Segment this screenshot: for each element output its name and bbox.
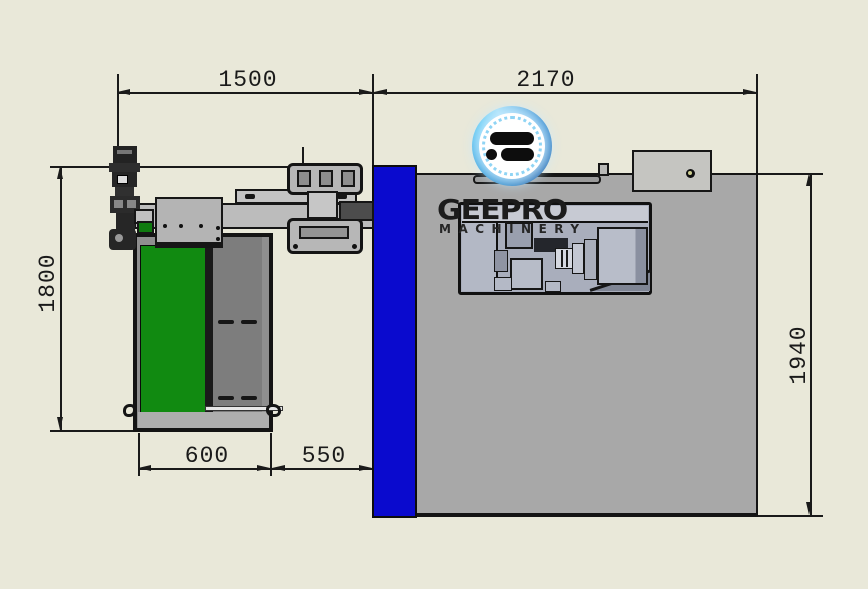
column-vent (218, 396, 234, 400)
gearbox-bolt (216, 237, 220, 241)
control-box-knob-center (688, 171, 692, 175)
dim-arrow (806, 502, 812, 515)
dim-ext-line (756, 74, 758, 173)
collet-ridge (566, 250, 568, 267)
gearbox-bolt (216, 226, 220, 230)
dim-ext-line (758, 515, 823, 517)
brand-name-watermark: GEEPRO (437, 194, 568, 227)
bracket-slot (341, 170, 355, 187)
bracket-foot (352, 244, 357, 249)
dim-ext-line (50, 430, 140, 432)
column-vent (218, 320, 234, 324)
rail-pin (337, 194, 347, 199)
logo-glyph-top-bar (490, 132, 534, 145)
dim-arrow (272, 465, 285, 471)
bracket-foot (293, 244, 298, 249)
dim-label-1940: 1940 (786, 325, 812, 385)
feed-tube-detail (127, 200, 136, 208)
dim-label-600: 600 (184, 443, 230, 469)
machine-top-stub (598, 163, 609, 176)
bracket-slot-horizontal (299, 226, 349, 239)
feeder-divider (205, 237, 214, 420)
feed-tube-window (117, 175, 128, 184)
feeder-gearbox (155, 197, 223, 248)
logo-glyph-bottom-bar (501, 148, 534, 161)
window-headstock (597, 227, 648, 285)
gearbox-bolt (179, 224, 183, 228)
feeder-base-strip (138, 412, 269, 428)
feed-tube-segment (115, 187, 134, 196)
feeder-foot-right (266, 404, 281, 417)
rail-pin (245, 194, 255, 199)
window-step-block (494, 250, 508, 272)
dim-arrow (359, 89, 372, 95)
dim-label-1500: 1500 (218, 67, 278, 93)
dim-ext-line (50, 166, 302, 168)
feed-tube-detail (114, 200, 123, 208)
feed-tube-segment (113, 146, 137, 163)
window-tab (494, 277, 512, 291)
feed-tube-detail (117, 150, 132, 154)
window-chuck-disc-large (584, 239, 597, 280)
dim-line-1800 (60, 166, 62, 430)
dim-ext-line (117, 74, 119, 148)
logo-glyph-dot (486, 149, 497, 160)
dim-line-600 (138, 468, 270, 470)
window-carriage-block (510, 258, 543, 290)
valve-center (115, 234, 123, 242)
dim-ext-line (302, 147, 304, 166)
feeder-shaft (205, 406, 283, 411)
dim-ext-line (372, 74, 374, 165)
feeder-gray-column (213, 237, 262, 420)
dim-ext-line (138, 433, 140, 476)
dim-arrow (743, 89, 756, 95)
collet-ridge (561, 250, 563, 267)
feed-dark-connector (339, 201, 374, 221)
dim-line-1940 (810, 173, 812, 515)
feed-tube-segment (109, 163, 140, 172)
dim-arrow (57, 417, 63, 430)
window-tab (545, 281, 561, 292)
gearbox-bolt (199, 224, 203, 228)
gearbox-bolt (163, 224, 167, 228)
dim-ext-line (270, 433, 272, 476)
tank-top-sliver (137, 221, 154, 234)
dim-arrow (138, 465, 151, 471)
dim-label-2170: 2170 (516, 67, 576, 93)
window-top-rail (462, 206, 648, 223)
logo-gear-ring-icon (482, 116, 542, 176)
column-vent (241, 396, 257, 400)
dim-line-550 (270, 468, 373, 470)
window-turret-block (505, 222, 533, 249)
dim-arrow (374, 89, 387, 95)
dim-arrow (257, 465, 270, 471)
dim-ext-line (757, 173, 823, 175)
dim-arrow (806, 173, 812, 186)
dim-line-1500 (117, 92, 373, 94)
machine-control-box (632, 150, 712, 192)
dim-line-2170 (373, 92, 756, 94)
column-vent (241, 320, 257, 324)
dim-arrow (359, 465, 372, 471)
bracket-slot (297, 170, 311, 187)
brand-logo (472, 106, 552, 186)
brand-subtitle-watermark: MACHINERY (439, 222, 587, 236)
window-left-panel (462, 223, 498, 291)
feeder-foot-left (123, 404, 136, 417)
window-chuck-disc-small (572, 243, 584, 274)
dim-label-1800: 1800 (35, 253, 61, 313)
bracket-slot (319, 170, 333, 187)
machine-side-panel-blue (372, 165, 417, 518)
dim-arrow (57, 166, 63, 179)
window-collet (555, 248, 573, 269)
dim-arrow (117, 89, 130, 95)
support-bracket-middle (307, 191, 338, 219)
feeder-green-tank (140, 245, 206, 413)
dim-label-550: 550 (301, 443, 347, 469)
